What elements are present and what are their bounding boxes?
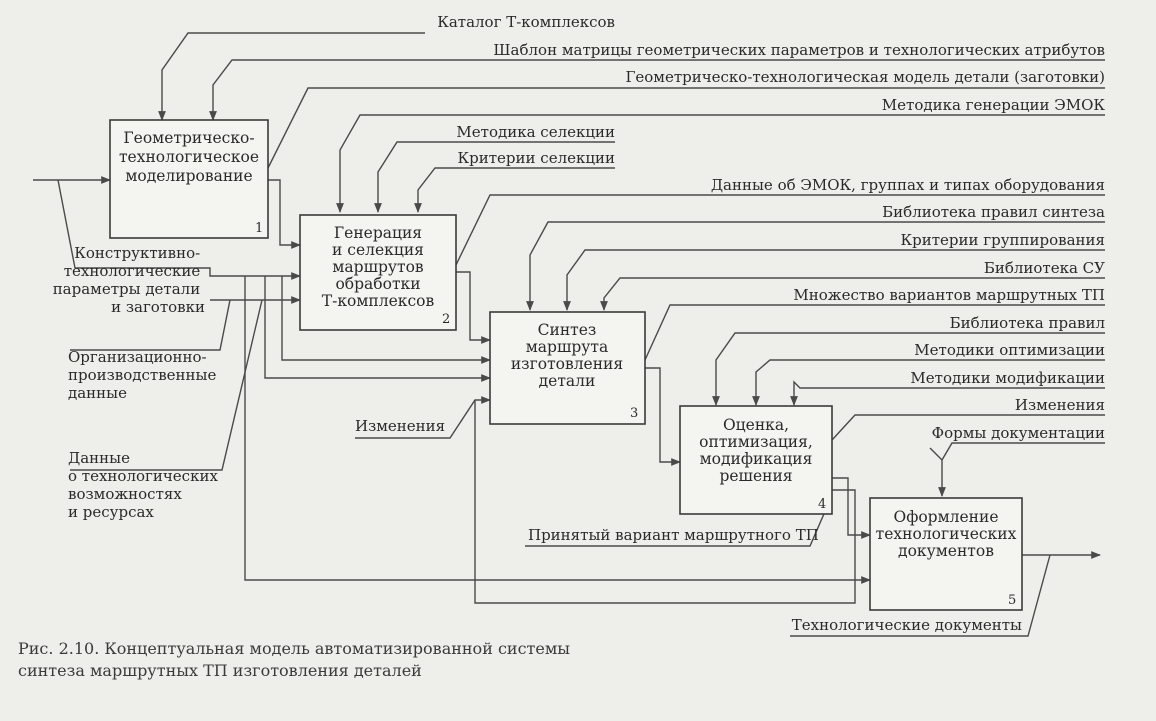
- geo-model-arrow: [265, 87, 1105, 173]
- catalog-arrow: [158, 32, 425, 121]
- label-tech-docs: Технологические документы: [792, 616, 1022, 634]
- b1-to-b2-arrow: [268, 179, 301, 249]
- selection-method-arrow: [374, 141, 615, 213]
- label-emok-method: Методика генерации ЭМОК: [882, 96, 1106, 114]
- label-accepted-variant: Принятый вариант маршрутного ТП: [528, 526, 819, 544]
- label-changes-right: Изменения: [1015, 396, 1105, 414]
- doc-forms-arrow: [938, 442, 1105, 497]
- changes-right-arrow: [831, 414, 1105, 441]
- caption-line-1: Рис. 2.10. Концептуальная модель автомат…: [18, 639, 571, 658]
- su-library-arrow: [600, 277, 1105, 311]
- changes-left-arrow: [355, 396, 491, 439]
- params-arrow: [75, 267, 301, 280]
- label-geo-model: Геометрическо-технологическая модель дет…: [625, 68, 1105, 86]
- svg-text:1: 1: [255, 221, 263, 236]
- label-opt-methods: Методики оптимизации: [914, 341, 1105, 359]
- label-catalog: Каталог Т-комплексов: [437, 13, 615, 31]
- mod-methods-arrow: [790, 380, 1105, 406]
- svg-text:4: 4: [818, 497, 826, 512]
- b2-to-b3-arrow: [456, 271, 491, 344]
- label-su-library: Библиотека СУ: [984, 259, 1105, 277]
- label-grouping-criteria: Критерии группирования: [900, 231, 1105, 249]
- label-matrix-template: Шаблон матрицы геометрических параметров…: [493, 41, 1105, 59]
- label-rules-library: Библиотека правил: [950, 314, 1105, 332]
- label-selection-criteria: Критерии селекции: [458, 149, 615, 167]
- org-data-arrow: [70, 299, 231, 351]
- feedback-arrow: [474, 400, 856, 604]
- label-capabilities: Данные о технологических возможностях и …: [68, 449, 223, 521]
- label-mod-methods: Методики модификации: [910, 369, 1105, 387]
- selection-criteria-arrow: [414, 167, 615, 213]
- rules-library-arrow: [712, 332, 1105, 406]
- label-selection-method: Методика селекции: [456, 123, 615, 141]
- grouping-criteria-arrow: [563, 249, 1105, 311]
- caption-line-2: синтеза маршрутных ТП изготовления детал…: [18, 661, 422, 680]
- svg-text:3: 3: [630, 406, 638, 421]
- route-variants-arrow: [644, 304, 1105, 361]
- opt-methods-arrow: [752, 359, 1105, 406]
- b4-to-b5-arrow: [832, 477, 871, 539]
- label-synthesis-rules: Библиотека правил синтеза: [882, 203, 1105, 221]
- matrix-template-arrow: [209, 59, 1105, 121]
- label-params: Конструктивно- технологические параметры…: [53, 244, 205, 316]
- emok-data-arrow: [455, 194, 1105, 266]
- label-route-variants: Множество вариантов маршрутных ТП: [793, 286, 1105, 304]
- capabilities-arrow: [70, 299, 263, 471]
- b3-to-b4-arrow: [645, 367, 681, 466]
- label-changes-left: Изменения: [355, 417, 445, 435]
- svg-text:5: 5: [1008, 593, 1016, 608]
- figure-caption: Рис. 2.10. Концептуальная модель автомат…: [18, 638, 658, 682]
- svg-text:2: 2: [442, 312, 450, 327]
- synthesis-rules-arrow: [526, 221, 1105, 311]
- label-emok-data: Данные об ЭМОК, группах и типах оборудов…: [711, 176, 1105, 194]
- emok-method-arrow: [336, 114, 1105, 213]
- label-org: Организационно- производственные данные: [68, 348, 221, 402]
- label-doc-forms: Формы документации: [932, 424, 1105, 442]
- accepted-variant-arrow: [525, 499, 831, 547]
